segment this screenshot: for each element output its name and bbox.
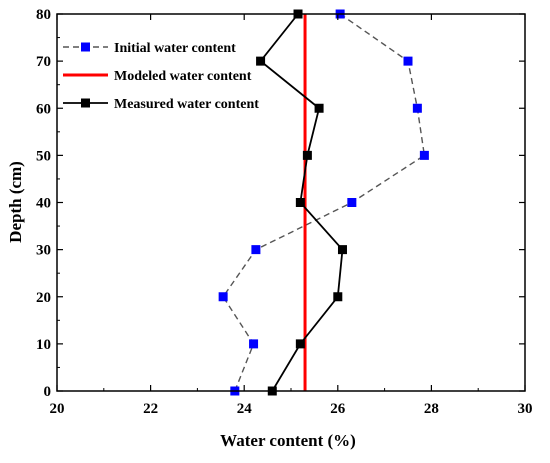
- x-tick-label: 28: [424, 401, 439, 417]
- initial-water-content-point: [419, 150, 429, 160]
- plot-area: [57, 14, 525, 391]
- measured-water-content-point: [333, 292, 343, 302]
- legend-label: Modeled water content: [114, 69, 252, 84]
- initial-water-content-point: [347, 198, 357, 207]
- measured-water-content-point: [295, 339, 305, 349]
- measured-water-content-point: [295, 198, 305, 207]
- legend-label: Measured water content: [114, 97, 259, 112]
- y-tick-label: 80: [36, 7, 51, 23]
- x-tick-label: 22: [143, 401, 158, 417]
- x-tick-label: 26: [330, 401, 346, 417]
- plot-background: [57, 14, 525, 391]
- initial-water-content-point: [251, 245, 261, 255]
- y-tick-label: 0: [44, 384, 52, 400]
- y-tick-label: 20: [36, 290, 51, 306]
- y-tick-label: 10: [36, 337, 51, 353]
- y-tick-label: 60: [36, 101, 51, 117]
- legend-label: Initial water content: [114, 41, 236, 56]
- x-axis-title: Water content (%): [220, 431, 356, 450]
- initial-water-content-point: [218, 292, 228, 302]
- legend-measured-marker: [81, 98, 90, 108]
- initial-water-content-point: [412, 103, 422, 113]
- measured-water-content-point: [256, 56, 266, 66]
- x-tick-label: 24: [237, 401, 253, 417]
- measured-water-content-point: [337, 245, 347, 255]
- y-tick-label: 70: [36, 54, 51, 70]
- axes-layer: 20 22 24 26 28 30 0 10 20 30 40 50 60 70 80: [36, 7, 533, 417]
- initial-water-content-point: [403, 56, 413, 66]
- y-tick-label: 40: [36, 196, 51, 212]
- y-axis-title: Depth (cm): [6, 161, 25, 243]
- legend-initial-marker: [81, 42, 90, 52]
- x-tick-label: 30: [518, 401, 533, 417]
- x-tick-label: 20: [50, 401, 65, 417]
- initial-water-content-point: [249, 339, 259, 349]
- y-tick-label: 30: [36, 243, 51, 259]
- measured-water-content-point: [314, 103, 324, 113]
- y-tick-label: 50: [36, 148, 51, 164]
- measured-water-content-point: [302, 150, 312, 160]
